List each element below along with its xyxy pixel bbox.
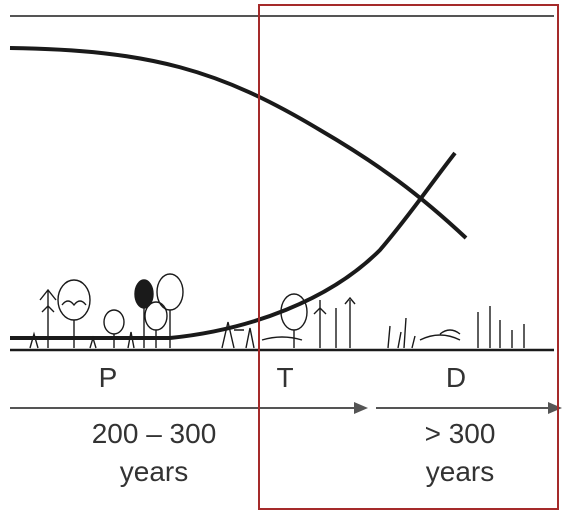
duration-2-line2: years	[425, 456, 495, 487]
stage-label-p: P	[98, 362, 118, 393]
pioneer-stage-trees	[29, 273, 184, 349]
highlight-box	[258, 4, 559, 510]
degradation-stage-trees	[387, 306, 525, 349]
declining-curve	[9, 46, 468, 240]
duration-1-line1: 200 – 300	[91, 418, 217, 449]
duration-2-line1: > 300	[424, 418, 496, 449]
duration-arrows	[10, 402, 562, 414]
stage-label-d: D	[445, 362, 467, 393]
second-arrowhead	[548, 402, 562, 414]
rising-curve	[10, 151, 457, 340]
first-arrowhead	[354, 402, 368, 414]
stage-label-t: T	[276, 362, 294, 393]
transition-stage-trees	[221, 293, 356, 349]
duration-1-line2: years	[119, 456, 189, 487]
